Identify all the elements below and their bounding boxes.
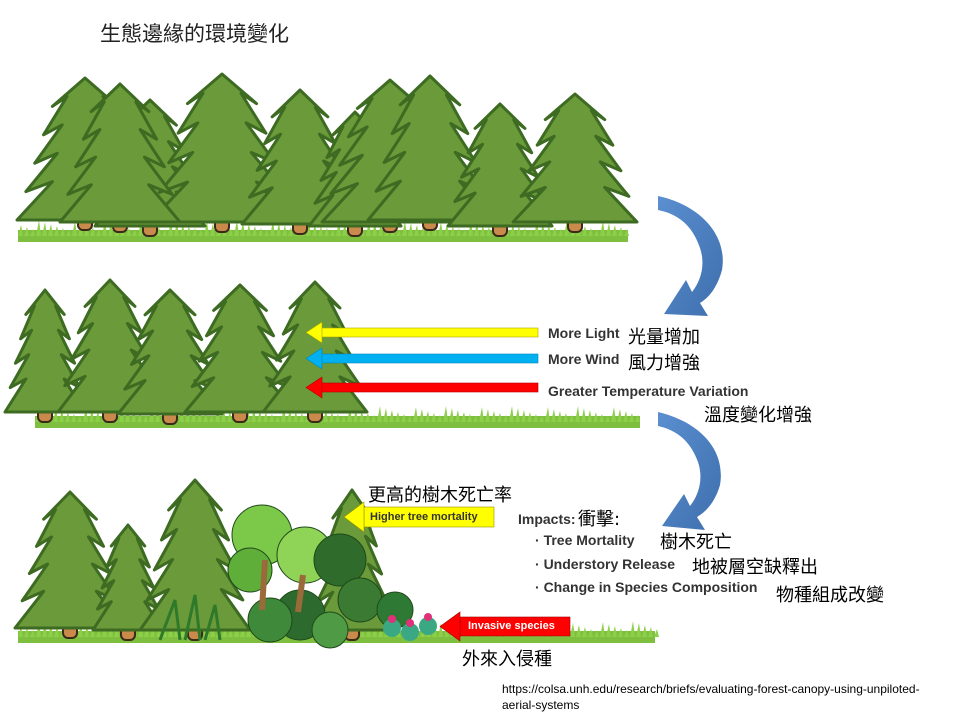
mortality-label-zh: 更高的樹木死亡率 <box>368 485 512 506</box>
impact-item-1-en: Tree Mortality <box>543 532 635 548</box>
invasive-plant <box>419 617 437 635</box>
invasive-plant <box>383 619 401 637</box>
curved-arrow-2 <box>658 412 721 530</box>
impact-item-3-zh: 物種組成改變 <box>776 585 884 606</box>
pine-tree <box>58 82 182 224</box>
invasive-flower <box>406 619 414 627</box>
pine-tree <box>511 92 639 224</box>
mortality-label-en: Higher tree mortality <box>370 511 478 523</box>
pine-tree <box>183 283 297 414</box>
light-label-en: More Light <box>548 325 620 341</box>
temperature-label-en: Greater Temperature Variation <box>548 383 749 399</box>
wind-label-zh: 風力增強 <box>628 353 700 374</box>
light-arrow <box>305 321 539 344</box>
fern-tuft <box>158 594 222 641</box>
pine-tree <box>366 74 494 222</box>
wind-arrow <box>305 347 539 370</box>
invasive-arrow <box>439 611 571 642</box>
understory-shrub <box>313 533 367 587</box>
invasive-flower <box>424 613 432 621</box>
impact-item-3: · Change in Species Composition <box>535 579 758 595</box>
impacts-label-en: Impacts: <box>518 511 576 527</box>
understory-shrub <box>247 597 293 643</box>
impact-item-2-en: Understory Release <box>543 556 676 572</box>
invasive-flower <box>388 615 396 623</box>
source-url: https://colsa.unh.edu/research/briefs/ev… <box>502 682 920 712</box>
understory-shrub <box>311 611 349 649</box>
impact-item-3-en: Change in Species Composition <box>543 579 758 595</box>
grass-blades <box>35 406 640 422</box>
impact-item-2-zh: 地被層空缺釋出 <box>692 557 818 578</box>
impact-item-2: · Understory Release <box>535 556 676 572</box>
wind-label-en: More Wind <box>548 351 620 367</box>
pine-tree <box>138 478 252 632</box>
understory-shrub <box>337 577 383 623</box>
pine-tree <box>3 288 87 414</box>
impact-item-1: · Tree Mortality <box>535 532 635 548</box>
temperature-arrow <box>305 376 539 399</box>
shrub-trunk <box>259 559 306 613</box>
pine-tree <box>13 490 127 630</box>
invasive-label-zh: 外來入侵種 <box>462 649 552 670</box>
curved-arrow-1 <box>658 196 723 316</box>
invasive-label-en: Invasive species <box>468 620 555 632</box>
mortality-arrow <box>343 501 495 533</box>
light-label-zh: 光量增加 <box>628 327 700 348</box>
impacts-label-zh: 衝擊: <box>578 509 621 530</box>
diagram-title: 生態邊緣的環境變化 <box>100 22 289 46</box>
impact-item-1-zh: 樹木死亡 <box>660 532 732 553</box>
invasive-plant <box>401 623 419 641</box>
pine-tree <box>91 523 165 632</box>
temperature-label-zh: 溫度變化增強 <box>704 405 812 426</box>
